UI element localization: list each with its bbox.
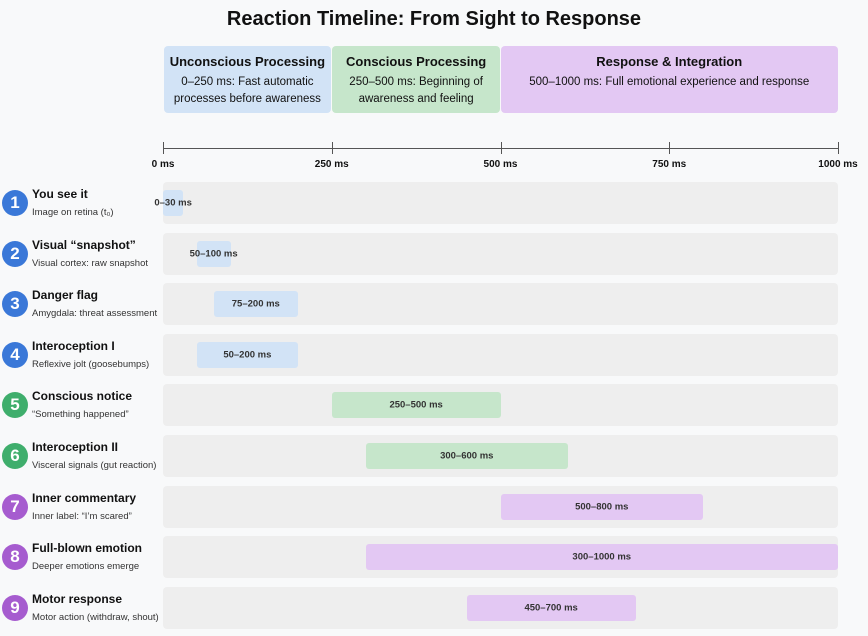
timing-bar-label: 50–200 ms bbox=[223, 349, 272, 361]
timing-bar-label: 50–100 ms bbox=[189, 248, 238, 260]
timing-bar bbox=[213, 291, 298, 318]
axis-tick bbox=[163, 142, 164, 154]
timeline-row: 5 Conscious notice “Something happened” 250… bbox=[0, 384, 868, 427]
step-title: Full-blown emotion bbox=[32, 541, 142, 556]
timing-bar-label: 0–30 ms bbox=[154, 197, 192, 209]
timing-bar bbox=[365, 443, 568, 469]
step-number-badge: 4 bbox=[2, 341, 28, 368]
axis-tick-label: 250 ms bbox=[314, 159, 349, 170]
phase-description: 500–1000 ms: Full emotional experience a… bbox=[529, 76, 810, 88]
step-subtitle: Inner label: “I’m scared” bbox=[32, 510, 132, 522]
step-subtitle: Image on retina (t₀) bbox=[32, 207, 114, 218]
step-subtitle: “Something happened” bbox=[32, 409, 129, 421]
axis-tick-label: 750 ms bbox=[652, 159, 687, 170]
step-title: Visual “snapshot” bbox=[32, 237, 136, 252]
phase-description: 250–500 ms: Beginning of awareness and f… bbox=[349, 76, 483, 105]
step-number-badge: 5 bbox=[2, 392, 28, 419]
step-title: Interoception II bbox=[32, 440, 119, 454]
step-title: Inner commentary bbox=[32, 490, 137, 505]
timeline-row: 4 Interoception I Reflexive jolt (goosebum… bbox=[0, 333, 868, 376]
axis-tick bbox=[331, 142, 333, 154]
step-title: Conscious notice bbox=[32, 389, 133, 404]
step-subtitle: Deeper emotions emerge bbox=[32, 561, 140, 573]
row-track bbox=[163, 232, 838, 275]
timing-bar bbox=[196, 240, 231, 267]
timing-bar bbox=[466, 594, 636, 621]
axis-tick-label: 500 ms bbox=[483, 159, 518, 170]
axis-tick bbox=[669, 142, 671, 154]
phase-title: Response & Integration bbox=[596, 54, 743, 69]
phase-title: Conscious Processing bbox=[346, 54, 487, 69]
timing-bar bbox=[163, 190, 184, 216]
timing-bar-label: 450–700 ms bbox=[524, 602, 578, 614]
step-subtitle: Visceral signals (gut reaction) bbox=[32, 460, 157, 471]
axis-tick-label: 0 ms bbox=[151, 159, 175, 170]
step-title: Interoception I bbox=[32, 338, 115, 353]
timing-bar-label: 300–1000 ms bbox=[572, 551, 632, 563]
step-subtitle: Motor action (withdraw, shout) bbox=[32, 611, 159, 623]
timing-bar bbox=[331, 392, 501, 419]
step-number-badge: 8 bbox=[2, 544, 28, 571]
timing-bar-label: 75–200 ms bbox=[231, 298, 280, 310]
timing-bar-label: 250–500 ms bbox=[389, 399, 443, 411]
chart-title: Reaction Timeline: From Sight to Respons… bbox=[226, 8, 642, 30]
timing-bar bbox=[196, 341, 298, 368]
axis-tick bbox=[838, 142, 839, 154]
axis-tick-label: 1000 ms bbox=[818, 159, 858, 170]
timeline-row: 6 Interoception II Visceral signals (gut r… bbox=[0, 435, 868, 477]
step-number-badge: 9 bbox=[2, 594, 28, 621]
timeline-row: 1 You see it Image on retina (t₀) 0–30 ms bbox=[0, 182, 868, 224]
step-title: Motor response bbox=[32, 591, 123, 606]
step-subtitle: Reflexive jolt (goosebumps) bbox=[32, 358, 150, 370]
step-number-badge: 6 bbox=[2, 443, 28, 469]
timeline-row: 2 Visual “snapshot” Visual cortex: raw sna… bbox=[0, 232, 868, 275]
phase-description: 0–250 ms: Fast automatic processes befor… bbox=[173, 76, 321, 105]
phase-box-response: Response & Integration 500–1000 ms: Full … bbox=[501, 46, 838, 113]
timing-bar bbox=[500, 493, 703, 520]
row-track bbox=[163, 384, 838, 427]
step-number-badge: 1 bbox=[2, 190, 28, 216]
step-subtitle: Visual cortex: raw snapshot bbox=[32, 257, 148, 269]
step-number-badge: 7 bbox=[2, 493, 28, 520]
step-title: Danger flag bbox=[32, 288, 99, 303]
timing-bar-label: 500–800 ms bbox=[575, 501, 629, 513]
step-title: You see it bbox=[32, 187, 88, 201]
phase-box-conscious: Conscious Processing 250–500 ms: Beginnin… bbox=[332, 46, 500, 113]
row-track bbox=[163, 182, 838, 224]
phase-box-unconscious: Unconscious Processing 0–250 ms: Fast aut… bbox=[163, 46, 332, 113]
step-number-badge: 3 bbox=[2, 291, 28, 318]
timing-bar bbox=[365, 544, 838, 571]
phase-title: Unconscious Processing bbox=[169, 54, 326, 69]
timing-bar-label: 300–600 ms bbox=[440, 450, 494, 462]
axis-tick bbox=[500, 142, 502, 154]
step-number-badge: 2 bbox=[2, 240, 28, 267]
step-subtitle: Amygdala: threat assessment bbox=[32, 308, 158, 320]
